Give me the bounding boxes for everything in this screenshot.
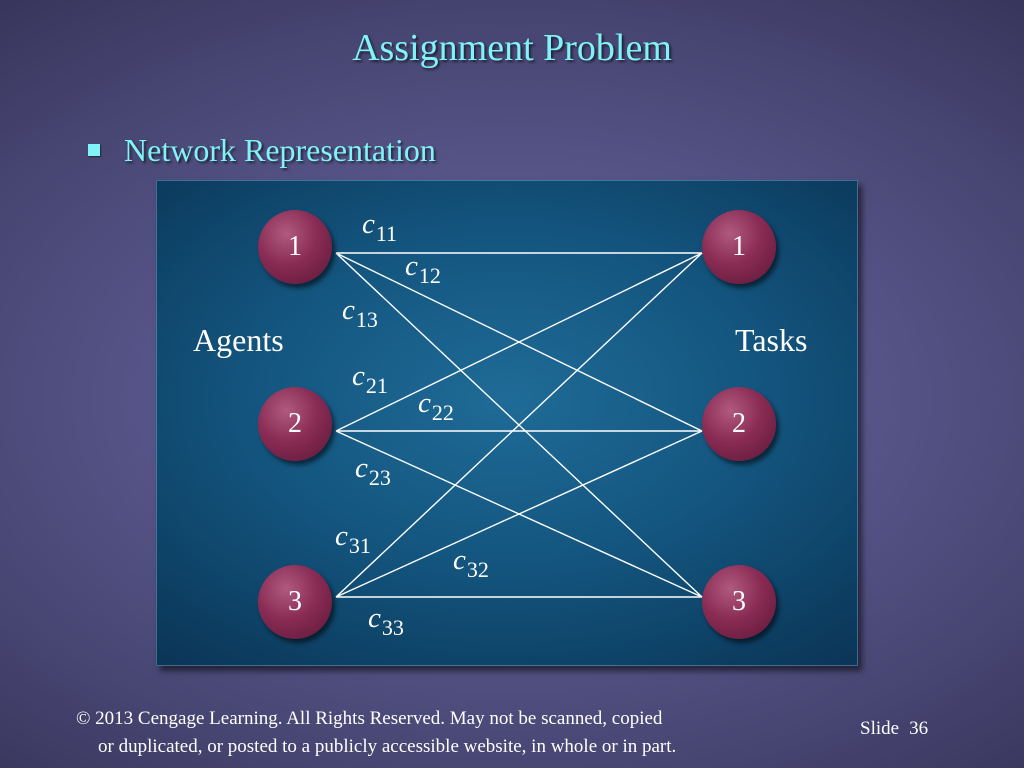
cost-label-c23: c23 <box>355 452 391 490</box>
square-bullet-icon <box>88 144 100 156</box>
cost-label-c22: c22 <box>418 387 454 425</box>
slide-number-value: 36 <box>909 718 929 739</box>
copyright-line-1: © 2013 Cengage Learning. All Rights Rese… <box>76 708 663 729</box>
task-node-3: 3 <box>702 565 776 639</box>
slide-number: Slide 36 <box>860 718 928 740</box>
cost-label-c32: c32 <box>453 544 489 582</box>
tasks-label: Tasks <box>735 322 808 358</box>
agent-node-1: 1 <box>258 210 332 284</box>
slide-title: Assignment Problem <box>352 27 672 69</box>
slide-label: Slide <box>860 718 900 739</box>
agents-label: Agents <box>193 322 284 358</box>
cost-label-c12: c12 <box>405 250 441 288</box>
cost-label-c31: c31 <box>335 520 371 558</box>
edge-2-1 <box>335 252 703 432</box>
cost-label-c33: c33 <box>368 602 404 640</box>
agent-node-3: 3 <box>258 565 332 639</box>
agent-node-2: 2 <box>258 387 332 461</box>
bullet-item: Network Representation <box>88 128 436 172</box>
cost-label-c13: c13 <box>342 294 378 332</box>
bullet-text: Network Representation <box>124 131 436 168</box>
copyright-footer: © 2013 Cengage Learning. All Rights Rese… <box>76 705 836 761</box>
cost-label-c21: c21 <box>352 360 388 398</box>
copyright-line-2: or duplicated, or posted to a publicly a… <box>98 736 677 757</box>
task-node-1: 1 <box>702 210 776 284</box>
edge-3-2 <box>335 430 703 598</box>
cost-label-c11: c11 <box>362 208 398 246</box>
edge-3-1 <box>335 252 703 598</box>
task-node-2: 2 <box>702 387 776 461</box>
